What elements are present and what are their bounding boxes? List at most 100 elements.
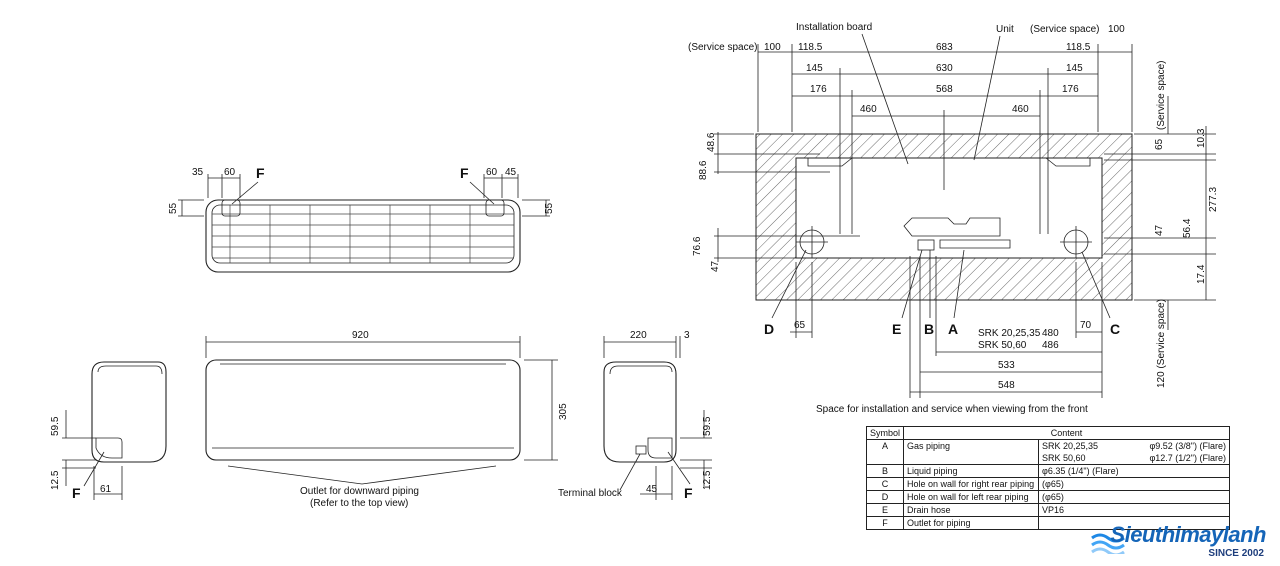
brand-name: Sieuthimaylanh xyxy=(1110,522,1266,547)
dim-inst-548: 548 xyxy=(998,380,1015,391)
dim-inst-76-6: 76.6 xyxy=(692,236,703,256)
dim-inst-683: 683 xyxy=(936,42,953,53)
symbol-a: A xyxy=(948,321,958,337)
dim-inst-630: 630 xyxy=(936,63,953,74)
dim-front-width: 920 xyxy=(352,330,369,341)
dim-inst-460-right: 460 xyxy=(1012,104,1029,115)
dim-inst-47-left: 47 xyxy=(710,260,721,272)
installation-caption: Space for installation and service when … xyxy=(816,404,1088,415)
front-view: 920 305 Outlet for downward piping (Refe… xyxy=(205,330,569,509)
row-spec: φ6.35 (1/4") (Flare) xyxy=(1038,464,1230,478)
dim-inst-118-5-left: 118.5 xyxy=(798,42,823,53)
dim-left-61: 61 xyxy=(100,484,112,495)
gas-spec-2: φ12.7 (1/2") (Flare) xyxy=(1149,453,1226,463)
row-symbol: C xyxy=(865,477,905,491)
row-symbol: E xyxy=(865,503,905,517)
label-f-left-side: F xyxy=(72,485,81,501)
table-row: D Hole on wall for left rear piping (φ65… xyxy=(865,490,1230,504)
label-unit: Unit xyxy=(996,24,1014,35)
dim-top-45: 45 xyxy=(505,167,517,178)
dim-inst-70: 70 xyxy=(1080,320,1092,331)
dim-right-12-5: 12.5 xyxy=(702,470,713,490)
downward-outlet-label: Outlet for downward piping xyxy=(300,486,419,497)
top-view: 35 60 60 45 55 55 F F xyxy=(168,165,555,273)
dim-inst-65-right: 65 xyxy=(1154,138,1165,150)
top-grille xyxy=(212,205,514,263)
brand-since: SINCE 2002 xyxy=(1208,548,1264,559)
dim-inst-176-left: 176 xyxy=(810,84,827,95)
dim-inst-56-4: 56.4 xyxy=(1182,218,1193,238)
dim-inst-118-5-right: 118.5 xyxy=(1066,42,1091,53)
dim-right-3: 3 xyxy=(684,330,690,341)
dim-inst-460-left: 460 xyxy=(860,104,877,115)
row-symbol: A xyxy=(865,439,905,465)
dim-inst-533: 533 xyxy=(998,360,1015,371)
model-srk-20-25-35: SRK 20,25,35 xyxy=(978,328,1041,339)
label-service-space-right: (Service space) xyxy=(1030,24,1099,35)
row-spec: VP16 xyxy=(1038,503,1230,517)
row-spec xyxy=(1038,516,1230,530)
gas-spec-1: φ9.52 (3/8") (Flare) xyxy=(1149,441,1226,451)
label-installation-board: Installation board xyxy=(796,22,872,33)
dim-inst-100-left: 100 xyxy=(764,42,781,53)
row-item: Liquid piping xyxy=(903,464,1040,478)
dim-inst-145-left: 145 xyxy=(806,63,823,74)
row-symbol: D xyxy=(865,490,905,504)
downward-outlet-sublabel: (Refer to the top view) xyxy=(310,498,408,509)
table-row: C Hole on wall for right rear piping (φ6… xyxy=(865,477,1230,491)
dim-inst-568: 568 xyxy=(936,84,953,95)
symbol-table: Symbol Content A Gas piping SRK 20,25,35… xyxy=(865,426,1230,530)
label-f-right-side: F xyxy=(684,485,693,501)
dim-inst-10-3: 10.3 xyxy=(1196,128,1207,148)
dim-inst-47-right: 47 xyxy=(1154,224,1165,236)
dim-inst-176-right: 176 xyxy=(1062,84,1079,95)
row-item: Gas piping xyxy=(903,439,1040,465)
dim-inst-100-right: 100 xyxy=(1108,24,1125,35)
symbol-d: D xyxy=(764,321,774,337)
dim-left-59-5: 59.5 xyxy=(50,416,61,436)
gas-model-1: SRK 20,25,35 xyxy=(1042,441,1099,451)
right-side-view: 220 3 59.5 12.5 45 Terminal block F xyxy=(558,330,713,501)
dim-inst-17-4: 17.4 xyxy=(1196,264,1207,284)
label-service-space-top: (Service space) xyxy=(1156,61,1167,130)
row-spec: (φ65) xyxy=(1038,490,1230,504)
dim-inst-48-6: 48.6 xyxy=(706,132,717,152)
dim-left-12-5: 12.5 xyxy=(50,470,61,490)
label-service-space-left: (Service space) xyxy=(688,42,757,53)
row-item: Drain hose xyxy=(903,503,1040,517)
row-symbol: F xyxy=(865,516,905,530)
symbol-e: E xyxy=(892,321,901,337)
terminal-block-label: Terminal block xyxy=(558,488,623,499)
dim-front-height: 305 xyxy=(558,403,569,420)
row-item: Outlet for piping xyxy=(903,516,1040,530)
symbol-c: C xyxy=(1110,321,1120,337)
dim-right-59-5: 59.5 xyxy=(702,416,713,436)
dim-right-45: 45 xyxy=(646,484,658,495)
dim-top-60-right: 60 xyxy=(486,167,498,178)
dim-inst-88-6: 88.6 xyxy=(698,160,709,180)
row-item: Hole on wall for left rear piping xyxy=(903,490,1040,504)
dim-top-55-left: 55 xyxy=(168,202,179,214)
symbol-b: B xyxy=(924,321,934,337)
table-row: A Gas piping SRK 20,25,35 φ9.52 (3/8") (F… xyxy=(865,439,1230,465)
row-symbol: B xyxy=(865,464,905,478)
brand-logo: Sieuthimaylanh SINCE 2002 xyxy=(1088,520,1274,562)
header-content: Content xyxy=(903,426,1230,440)
dim-top-55-right: 55 xyxy=(544,202,555,214)
dim-inst-480: 480 xyxy=(1042,328,1059,339)
dim-inst-277-3: 277.3 xyxy=(1208,187,1219,212)
symbol-table-header: Symbol Content xyxy=(865,426,1230,440)
row-spec: (φ65) xyxy=(1038,477,1230,491)
row-item: Hole on wall for right rear piping xyxy=(903,477,1040,491)
table-row: B Liquid piping φ6.35 (1/4") (Flare) xyxy=(865,464,1230,478)
left-side-view: 59.5 12.5 61 F xyxy=(50,361,167,501)
dim-inst-486: 486 xyxy=(1042,340,1059,351)
dim-inst-145-right: 145 xyxy=(1066,63,1083,74)
header-symbol: Symbol xyxy=(865,426,905,440)
table-row: E Drain hose VP16 xyxy=(865,503,1230,517)
label-f-top-left: F xyxy=(256,165,265,181)
row-spec: SRK 20,25,35 φ9.52 (3/8") (Flare) SRK 50,… xyxy=(1038,439,1230,465)
gas-model-2: SRK 50,60 xyxy=(1042,453,1086,463)
label-service-space-bottom: 120 (Service space) xyxy=(1156,299,1167,388)
